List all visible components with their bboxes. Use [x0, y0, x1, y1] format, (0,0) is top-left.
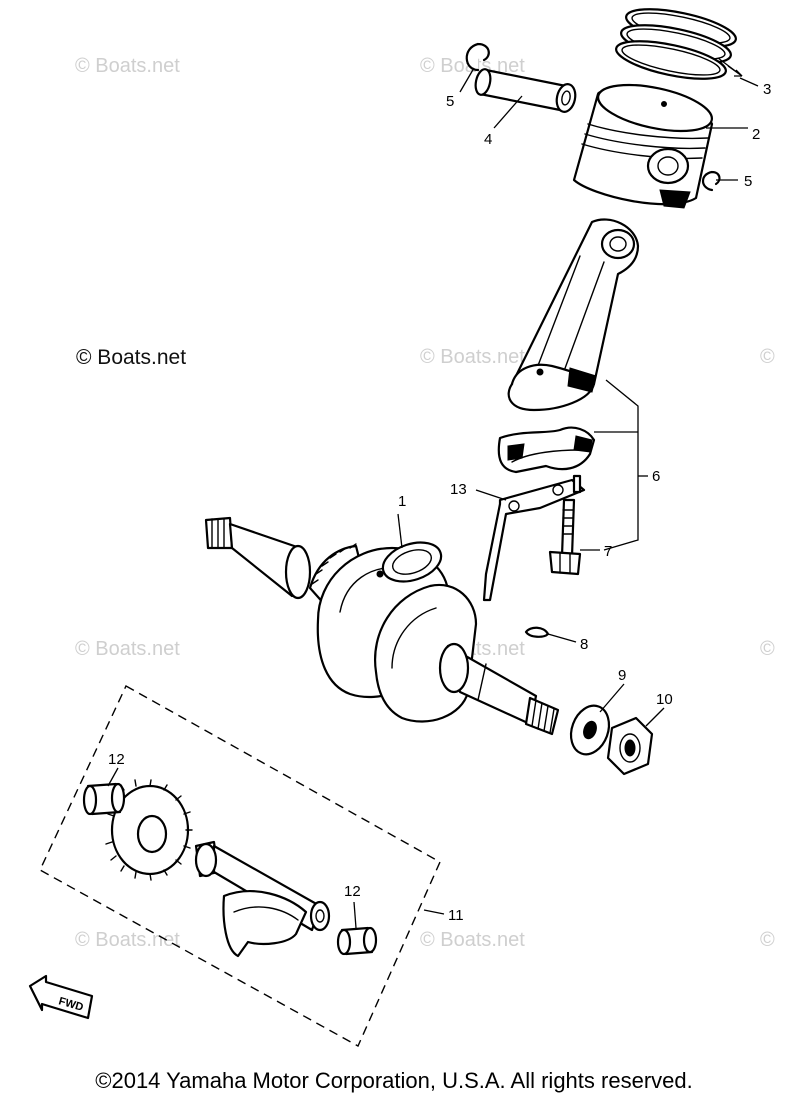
- watermark-prominent: © Boats.net: [76, 346, 186, 369]
- washer: [569, 704, 611, 756]
- callout-5-right: 5: [744, 173, 752, 190]
- callout-12-bottom: 12: [344, 883, 361, 900]
- callout-10: 10: [656, 691, 673, 708]
- piston-pin: [474, 68, 577, 113]
- watermark: © Boats.net: [75, 55, 180, 77]
- callout-13: 13: [450, 481, 467, 498]
- watermark: © Boats.net: [420, 346, 525, 368]
- watermark: © Boats.net: [75, 929, 180, 951]
- watermark-edge: ©: [760, 346, 775, 368]
- watermark: © Boats.net: [75, 638, 180, 660]
- connecting-rod: [507, 218, 640, 412]
- callout-12-top: 12: [108, 751, 125, 768]
- callout-11: 11: [448, 907, 464, 924]
- leader-lines: [107, 57, 759, 929]
- callout-numbers: 1 2 3 4 5 5 6 7 8 9 10 11 12 12 13: [108, 81, 771, 924]
- watermark: © Boats.net: [420, 929, 525, 951]
- callout-6: 6: [652, 468, 660, 485]
- watermark-edge: ©: [760, 638, 775, 660]
- connecting-rod-cap: [497, 426, 596, 474]
- woodruff-key: [524, 626, 550, 638]
- callout-9: 9: [618, 667, 626, 684]
- crankshaft: [204, 516, 560, 736]
- circlips: [465, 42, 721, 192]
- fwd-direction-arrow: FWD: [28, 974, 94, 1020]
- watermark-edge: ©: [760, 929, 775, 951]
- piston-rings: [615, 8, 737, 80]
- callout-5-top: 5: [446, 93, 454, 110]
- copyright-notice: ©2014 Yamaha Motor Corporation, U.S.A. A…: [95, 1068, 692, 1093]
- callout-4: 4: [484, 131, 492, 148]
- callout-3: 3: [763, 81, 771, 98]
- balancer-assembly: [39, 685, 441, 1047]
- piston: [572, 83, 714, 209]
- callout-8: 8: [580, 636, 588, 653]
- callout-7: 7: [604, 543, 612, 560]
- crankshaft-nut: [606, 716, 654, 776]
- callout-2: 2: [752, 126, 760, 143]
- rod-bolts: [548, 474, 582, 576]
- watermark-layer: © Boats.net © Boats.net © Boats.net © © …: [75, 55, 775, 951]
- callout-1: 1: [398, 493, 406, 510]
- balancer-bearings: [82, 782, 378, 956]
